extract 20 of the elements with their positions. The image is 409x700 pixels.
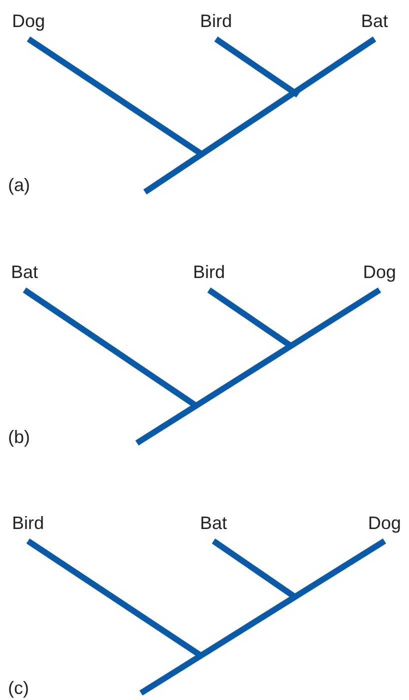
tree-branch <box>214 36 300 98</box>
panel-label: (c) <box>8 678 29 698</box>
panel-label: (b) <box>8 427 30 447</box>
species-label: Dog <box>368 513 402 533</box>
species-label: Bird <box>12 513 44 533</box>
tree-branch <box>143 36 376 194</box>
species-label: Bat <box>200 513 228 533</box>
tree-branch <box>207 288 293 348</box>
tree-branch <box>139 538 386 696</box>
species-label: Bird <box>200 11 232 31</box>
tree-branch <box>212 538 297 600</box>
species-label: Bat <box>361 11 388 31</box>
tree-branch <box>135 287 382 446</box>
species-label: Dog <box>363 262 396 282</box>
species-label: Dog <box>12 11 46 31</box>
species-label: Bird <box>193 262 226 282</box>
panel-label: (a) <box>8 175 30 195</box>
tree-branch <box>22 288 197 408</box>
tree-branch <box>26 538 202 658</box>
species-label: Bat <box>11 262 38 282</box>
